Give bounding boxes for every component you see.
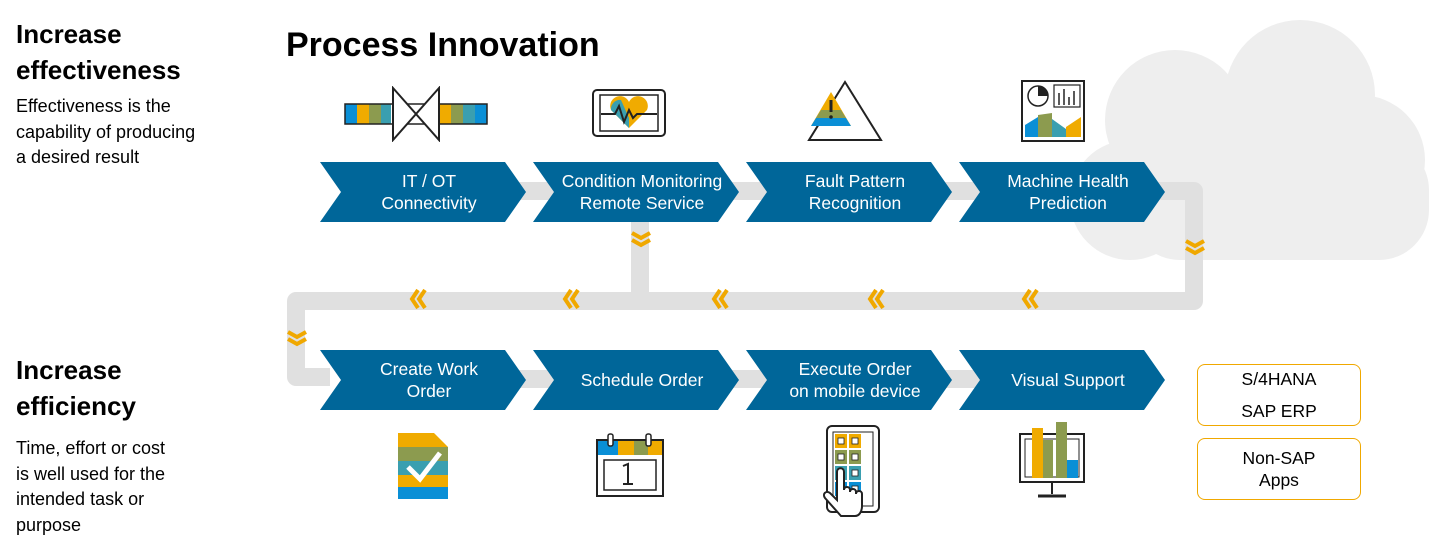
efficiency-description: Time, effort or cost is well used for th… — [16, 436, 165, 538]
calendar-icon — [596, 433, 664, 497]
analytics-dashboard-icon — [1021, 80, 1085, 142]
effectiveness-desc-line: capability of producing — [16, 121, 196, 142]
step-create-work-order: Create Work Order — [320, 350, 526, 410]
efficiency-heading-line2: efficiency — [16, 391, 136, 421]
system-sap-erp-label: SAP ERP — [1241, 401, 1317, 421]
heart-monitor-tablet-icon — [592, 89, 666, 137]
arrow-left-marker — [1021, 288, 1039, 310]
efficiency-heading: Increase efficiency — [16, 352, 136, 424]
efficiency-desc-line: purpose — [16, 514, 82, 535]
arrow-left-marker — [409, 288, 427, 310]
sap-systems-box: S/4HANA SAP ERP — [1197, 364, 1361, 426]
non-sap-apps-box: Non-SAP Apps — [1197, 438, 1361, 500]
step-schedule-order: Schedule Order — [533, 350, 739, 410]
monitor-chart-icon — [1019, 422, 1085, 498]
step-fault-pattern-recognition: Fault Pattern Recognition — [746, 162, 952, 222]
step-machine-health-prediction: Machine Health Prediction — [959, 162, 1165, 222]
checklist-icon — [398, 433, 448, 499]
step-it-ot-connectivity: IT / OT Connectivity — [320, 162, 526, 222]
arrow-left-marker — [562, 288, 580, 310]
system-s4hana-label: S/4HANA — [1241, 369, 1317, 389]
efficiency-desc-line: Time, effort or cost — [16, 438, 166, 458]
step-visual-support: Visual Support — [959, 350, 1165, 410]
efficiency-desc-line: is well used for the — [16, 463, 166, 484]
arrow-down-marker — [287, 330, 307, 347]
arrow-left-marker — [867, 288, 885, 310]
efficiency-desc-line: intended task or — [16, 489, 145, 509]
effectiveness-description: Effectiveness is the capability of produ… — [16, 94, 195, 171]
effectiveness-desc-line: Effectiveness is the — [16, 96, 171, 116]
system-apps-label: Apps — [1259, 470, 1299, 490]
effectiveness-heading: Increase effectiveness — [16, 16, 181, 88]
effectiveness-heading-line2: effectiveness — [16, 55, 181, 85]
step-condition-monitoring: Condition Monitoring Remote Service — [533, 162, 739, 222]
step-execute-order-mobile: Execute Order on mobile device — [746, 350, 952, 410]
valve-connector-icon — [344, 86, 488, 142]
arrow-down-marker — [631, 231, 651, 248]
efficiency-heading-line1: Increase — [16, 355, 122, 385]
arrow-left-marker — [711, 288, 729, 310]
warning-triangle-icon — [807, 80, 883, 141]
effectiveness-desc-line: a desired result — [16, 147, 140, 167]
system-non-sap-label: Non-SAP — [1242, 448, 1316, 468]
arrow-down-marker — [1185, 239, 1205, 256]
mobile-touch-icon — [822, 425, 880, 517]
effectiveness-heading-line1: Increase — [16, 19, 122, 49]
page-title: Process Innovation — [286, 26, 600, 64]
